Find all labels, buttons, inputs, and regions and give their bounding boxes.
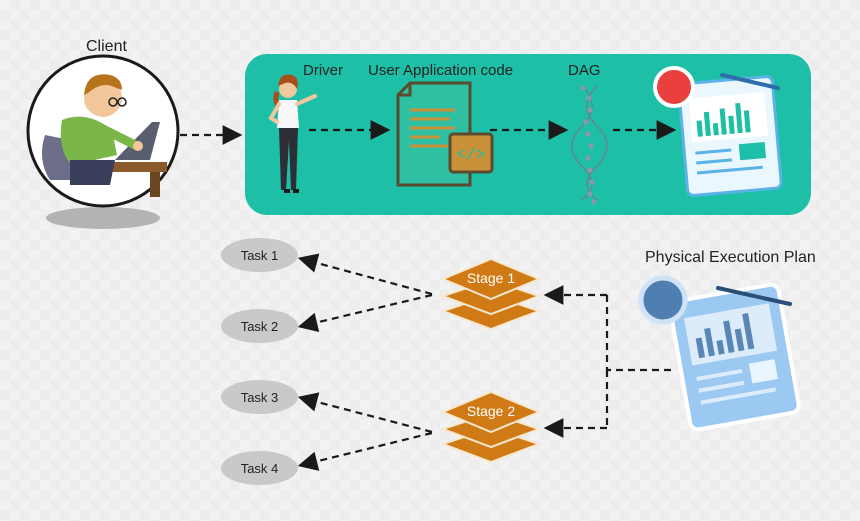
dag-graph-icon [571, 85, 608, 205]
stage-2-layers [440, 390, 542, 464]
stage-2-label: Stage 2 [466, 403, 516, 419]
driver-label: Driver [303, 62, 343, 79]
stage-1-layers [440, 257, 542, 331]
arrow-stage1-to-task2 [297, 293, 433, 333]
stage-1-label: Stage 1 [466, 270, 516, 286]
report-document-icon [653, 66, 783, 197]
svg-text:</>: </> [457, 146, 486, 164]
driver-illustration [268, 74, 317, 193]
task-3-node: Task 3 [221, 380, 298, 414]
client-label: Client [86, 38, 127, 55]
dag-label: DAG [568, 62, 601, 79]
arrow-stage2-to-task3 [297, 392, 433, 434]
plan-label: Physical Execution Plan [645, 249, 816, 266]
code-label: User Application code [368, 62, 514, 79]
arrow-stage2-to-task4 [297, 431, 433, 471]
client-illustration [26, 54, 180, 229]
task-1-node: Task 1 [221, 238, 298, 272]
arrow-stage1-to-task1 [297, 253, 433, 296]
execution-plan-document-icon [638, 275, 801, 432]
task-4-node: Task 4 [221, 451, 298, 485]
code-document-icon: </> [396, 81, 494, 187]
task-2-node: Task 2 [221, 309, 298, 343]
